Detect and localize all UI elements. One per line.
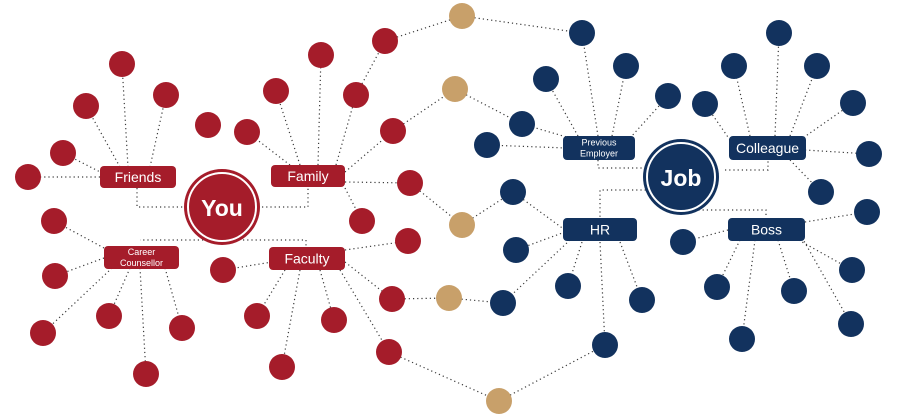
network-node: [41, 208, 67, 234]
bridge-node: [486, 388, 512, 414]
network-node: [195, 112, 221, 138]
group-label-career-counsellor-line2: Counsellor: [120, 258, 163, 268]
network-node: [555, 273, 581, 299]
network-node: [500, 179, 526, 205]
network-node: [210, 257, 236, 283]
network-node: [509, 111, 535, 137]
network-node: [838, 311, 864, 337]
network-node: [839, 257, 865, 283]
group-label-colleague: Colleague: [729, 136, 806, 160]
network-node: [109, 51, 135, 77]
group-label-hr: HR: [563, 218, 637, 241]
network-node: [856, 141, 882, 167]
network-node: [379, 286, 405, 312]
group-label-career-counsellor-line1: Career: [128, 247, 156, 257]
network-node: [804, 53, 830, 79]
group-label-previous-employer-line1: Previous: [581, 138, 617, 148]
network-node: [376, 339, 402, 365]
network-node: [613, 53, 639, 79]
network-node: [263, 78, 289, 104]
network-node: [840, 90, 866, 116]
network-node: [474, 132, 500, 158]
network-node: [670, 229, 696, 255]
group-label-previous-employer-line2: Employer: [580, 149, 618, 159]
network-node: [395, 228, 421, 254]
network-node: [490, 290, 516, 316]
bridge-nodes: [436, 3, 512, 414]
network-node: [766, 20, 792, 46]
group-label-faculty: Faculty: [269, 247, 345, 270]
network-node: [692, 91, 718, 117]
network-node: [380, 118, 406, 144]
network-node: [854, 199, 880, 225]
network-node: [169, 315, 195, 341]
network-node: [73, 93, 99, 119]
group-label-previous-employer: Previous Employer: [563, 136, 635, 160]
network-node: [569, 20, 595, 46]
group-label-friends: Friends: [100, 166, 176, 188]
network-node: [42, 263, 68, 289]
group-label-hr-text: HR: [590, 222, 610, 238]
network-node: [308, 42, 334, 68]
network-node: [781, 278, 807, 304]
job-network-nodes: [474, 20, 882, 358]
network-node: [704, 274, 730, 300]
bridge-node: [442, 76, 468, 102]
group-label-boss: Boss: [728, 218, 805, 241]
network-node: [133, 361, 159, 387]
network-node: [321, 307, 347, 333]
network-node: [30, 320, 56, 346]
network-node: [153, 82, 179, 108]
network-node: [234, 119, 260, 145]
network-node: [244, 303, 270, 329]
group-label-boss-text: Boss: [751, 222, 782, 238]
group-label-faculty-text: Faculty: [284, 251, 329, 267]
network-node: [533, 66, 559, 92]
group-label-friends-text: Friends: [115, 169, 162, 185]
group-label-family: Family: [271, 165, 345, 187]
bridge-node: [449, 212, 475, 238]
network-node: [96, 303, 122, 329]
network-node: [349, 208, 375, 234]
network-node: [343, 82, 369, 108]
network-node: [50, 140, 76, 166]
network-node: [503, 237, 529, 263]
group-label-colleague-text: Colleague: [736, 140, 799, 156]
group-label-family-text: Family: [287, 168, 328, 184]
network-node: [655, 83, 681, 109]
bridge-node: [436, 285, 462, 311]
hub-job: Job: [643, 139, 719, 215]
network-node: [592, 332, 618, 358]
network-node: [269, 354, 295, 380]
network-node: [808, 179, 834, 205]
hub-you: You: [184, 169, 260, 245]
network-node: [15, 164, 41, 190]
network-node: [729, 326, 755, 352]
network-node: [721, 53, 747, 79]
you-network-nodes: [15, 28, 423, 387]
network-node: [372, 28, 398, 54]
group-label-career-counsellor: Career Counsellor: [104, 246, 179, 269]
hub-you-label: You: [201, 195, 243, 221]
bridge-node: [449, 3, 475, 29]
network-node: [629, 287, 655, 313]
hub-job-label: Job: [661, 165, 702, 191]
network-node: [397, 170, 423, 196]
